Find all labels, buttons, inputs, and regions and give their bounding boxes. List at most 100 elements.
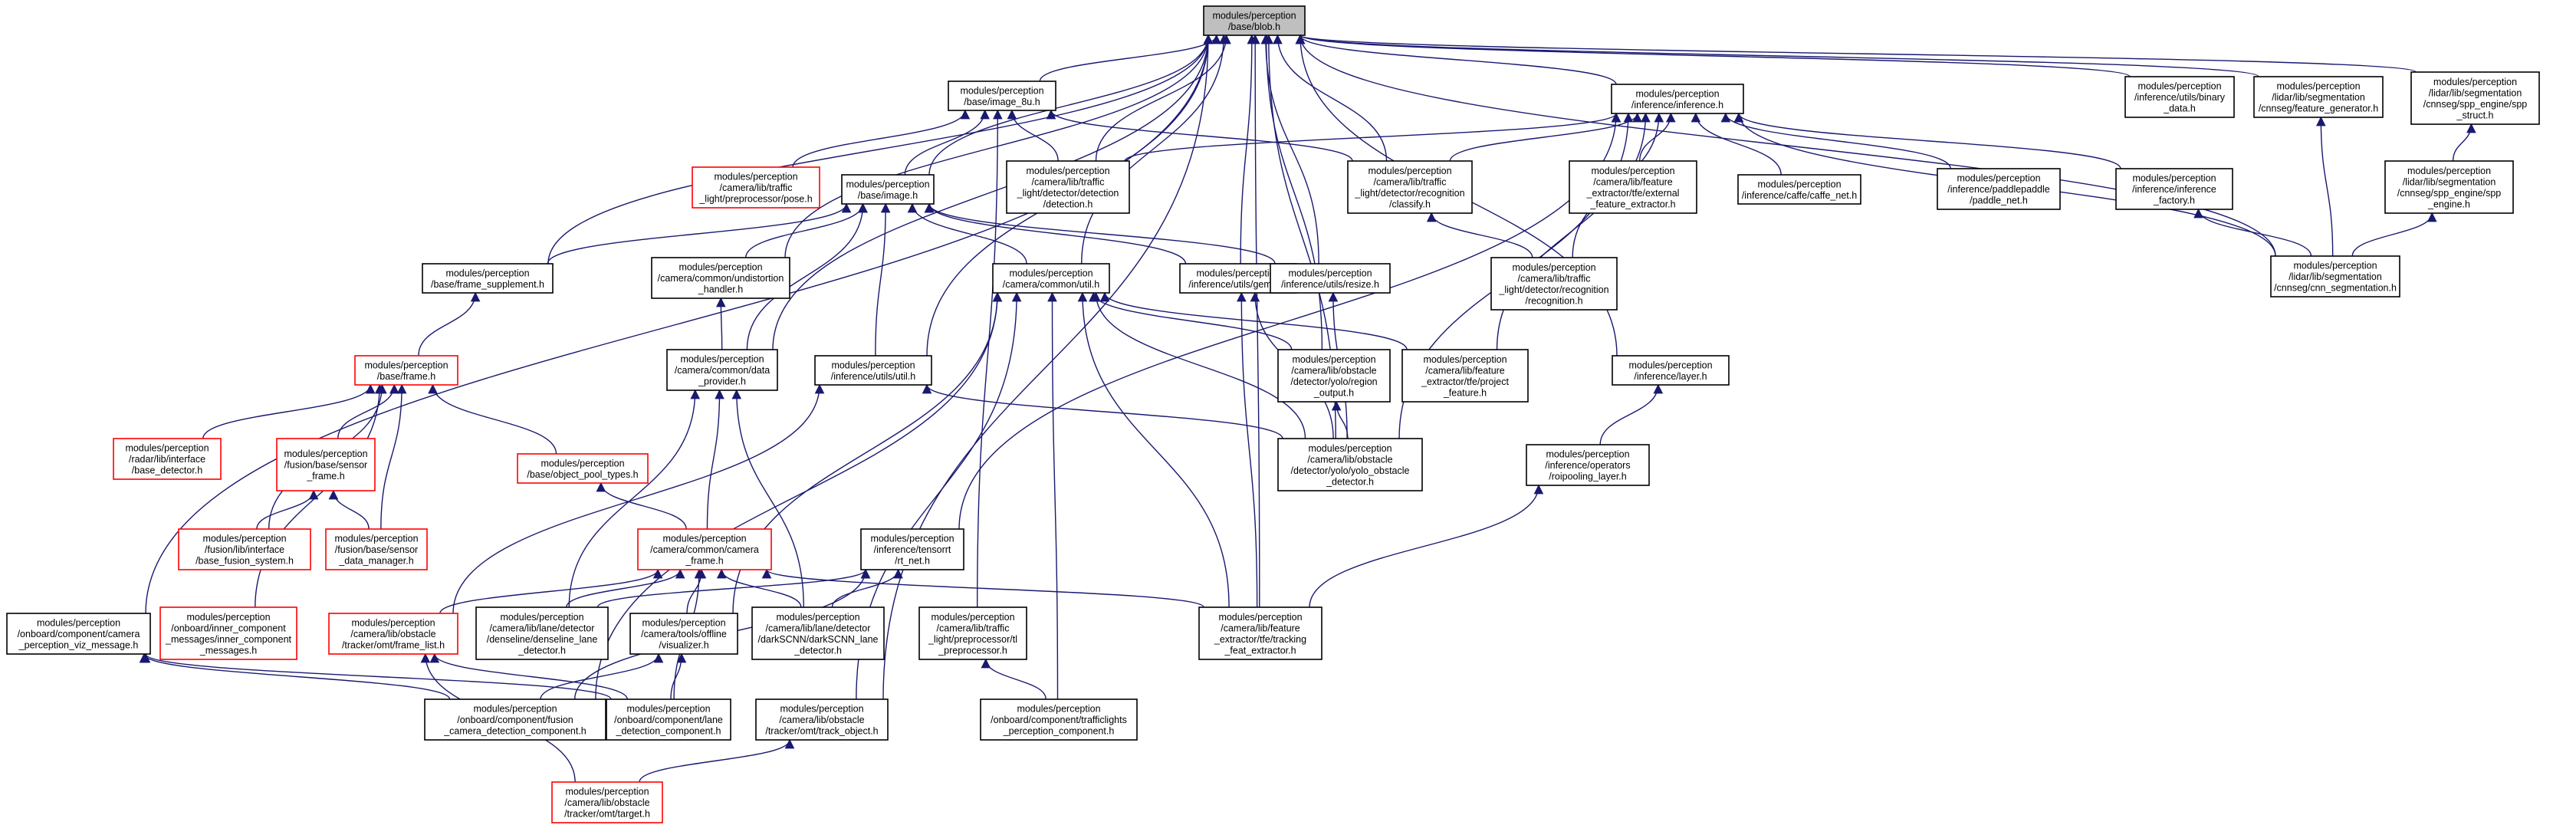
node-label-line: /onboard/component/camera [18,629,140,639]
node-inference[interactable]: modules/perception/inference/inference.h [1611,84,1744,114]
node-layer[interactable]: modules/perception/inference/layer.h [1612,355,1730,386]
node-innermsg[interactable]: modules/perception/onboard/inner_compone… [159,606,297,660]
node-fusioncam[interactable]: modules/perception/onboard/component/fus… [424,698,606,741]
node-label-line: /tracker/omt/frame_list.h [342,640,445,651]
node-sppengine[interactable]: modules/perception/lidar/lib/segmentatio… [2384,160,2514,214]
node-cnnseg[interactable]: modules/perception/lidar/lib/segmentatio… [2270,255,2400,297]
node-label-line: /camera/common/camera [650,544,759,555]
node-box [354,355,458,386]
edge-lanecomp-to-framelist [429,652,628,700]
node-box [2253,76,2384,118]
node-label-line: /roipooling_layer.h [1549,472,1627,482]
edge-vizmsg-to-blob [145,34,1214,614]
node-vizmsg[interactable]: modules/perception/onboard/component/cam… [6,613,151,655]
node-caffenet[interactable]: modules/perception/inference/caffe/caffe… [1737,174,1861,205]
edge-framelist-to-infutil [452,383,825,614]
node-regionout[interactable]: modules/perception/camera/lib/obstacle/d… [1277,349,1391,403]
node-box [424,698,606,741]
node-label-line: /base/image_8u.h [964,97,1040,107]
node-sensorframe[interactable]: modules/perception/fusion/base/sensor_fr… [276,438,376,491]
edge-roipool-to-layer [1599,383,1664,445]
edge-image-to-blob [928,34,1214,176]
node-infutil[interactable]: modules/perception/inference/utils/util.… [814,355,932,386]
node-label-line: _engine.h [2427,199,2470,209]
node-sensordm[interactable]: modules/perception/fusion/base/sensor_da… [325,528,428,570]
node-sppstruct[interactable]: modules/perception/lidar/lib/segmentatio… [2410,71,2540,125]
node-label-line: /camera/common/util.h [1003,279,1099,290]
node-label-line: /camera/lib/obstacle [564,797,649,808]
node-label-line: /cnnseg/spp_engine/spp [2397,188,2502,199]
node-blob[interactable]: modules/perception/base/blob.h [1203,5,1306,36]
edge-tlprep-to-image8u [977,109,1003,608]
node-box [606,698,731,741]
node-label-line: /inference/operators [1545,460,1630,471]
node-pose[interactable]: modules/perception/camera/lib/traffic_li… [692,166,820,209]
node-box [980,698,1138,741]
node-resize[interactable]: modules/perception/inference/utils/resiz… [1270,263,1391,294]
node-box [2410,71,2540,125]
node-tlprep[interactable]: modules/perception/camera/lib/traffic_li… [918,606,1027,660]
node-objpool[interactable]: modules/perception/base/object_pool_type… [517,453,649,484]
node-label-line: /camera/lib/obstacle [779,715,864,725]
node-util[interactable]: modules/perception/camera/common/util.h [992,263,1110,294]
node-image8u[interactable]: modules/perception/base/image_8u.h [948,81,1056,111]
node-box [2115,168,2233,210]
node-binarydata[interactable]: modules/perception/inference/utils/binar… [2124,76,2235,118]
node-label-line: /camera/lib/traffic [1518,273,1591,284]
node-box [2384,160,2514,214]
node-box [113,438,222,480]
node-rtnet[interactable]: modules/perception/inference/tensorrt/rt… [860,528,964,570]
node-paddlenet[interactable]: modules/perception/inference/paddlepaddl… [1937,168,2061,210]
node-box [178,528,311,570]
node-external[interactable]: modules/perception/camera/lib/feature_ex… [1569,160,1697,214]
node-target[interactable]: modules/perception/camera/lib/obstacle/t… [551,781,663,823]
node-label-line: modules/perception [1957,173,2040,184]
node-label-line: modules/perception [2137,81,2221,92]
node-label-line: _frame.h [685,556,723,567]
edge-sensordm-to-sensorframe [328,489,370,530]
node-label-line: /darkSCNN/darkSCNN_lane [757,634,878,645]
node-label-line: modules/perception [1288,268,1372,278]
node-tracking[interactable]: modules/perception/camera/lib/feature_ex… [1198,606,1322,660]
node-frame[interactable]: modules/perception/base/frame.h [354,355,458,386]
node-label-line: /detection.h [1043,199,1093,209]
node-classify[interactable]: modules/perception/camera/lib/traffic_li… [1347,160,1473,214]
node-label-line: /lidar/lib/segmentation [2288,271,2382,282]
node-label-line: /base/frame.h [377,371,435,382]
node-label-line: /camera/common/data [675,365,770,376]
node-image[interactable]: modules/perception/base/image.h [841,174,935,205]
node-box [1006,160,1130,214]
node-undist[interactable]: modules/perception/camera/common/undisto… [651,257,790,299]
node-label-line: /detector/yolo/region [1290,376,1377,387]
node-label-line: /inference/inference.h [1631,100,1723,110]
node-box [992,263,1110,294]
edge-infutil-to-image [875,202,891,357]
node-roipool[interactable]: modules/perception/inference/operators/r… [1526,444,1650,486]
node-recognition[interactable]: modules/perception/camera/lib/traffic_li… [1490,257,1618,311]
node-featgen[interactable]: modules/perception/lidar/lib/segmentatio… [2253,76,2384,118]
node-label-line: /camera/lib/traffic [1374,176,1447,187]
node-detection[interactable]: modules/perception/camera/lib/traffic_li… [1006,160,1130,214]
node-yolodet[interactable]: modules/perception/camera/lib/obstacle/d… [1277,438,1423,491]
node-trackobj[interactable]: modules/perception/camera/lib/obstacle/t… [755,698,889,741]
node-dataprov[interactable]: modules/perception/camera/common/data_pr… [666,349,778,391]
node-denseline[interactable]: modules/perception/camera/lib/lane/detec… [475,606,609,660]
node-fusionsys[interactable]: modules/perception/fusion/lib/interface/… [178,528,311,570]
node-label-line: modules/perception [846,179,929,189]
node-darkscnn[interactable]: modules/perception/camera/lib/lane/detec… [751,606,885,660]
node-radar[interactable]: modules/perception/radar/lib/interface/b… [113,438,222,480]
node-lanecomp[interactable]: modules/perception/onboard/component/lan… [606,698,731,741]
node-label-line: modules/perception [1212,10,1296,21]
node-label-line: modules/perception [1757,179,1841,189]
edge-yolodet-to-util [1091,291,1306,439]
node-label-line: _perception_viz_message.h [18,640,139,651]
node-tlcomp[interactable]: modules/perception/onboard/component/tra… [980,698,1138,741]
node-infactory[interactable]: modules/perception/inference/inference_f… [2115,168,2233,210]
node-project[interactable]: modules/perception/camera/lib/feature_ex… [1401,349,1529,403]
node-visualizer[interactable]: modules/perception/camera/tools/offline/… [629,613,738,655]
node-camframe[interactable]: modules/perception/camera/common/camera_… [637,528,772,570]
node-label-line: modules/perception [1635,88,1719,99]
node-framesupp[interactable]: modules/perception/base/frame_supplement… [422,263,554,294]
node-box [1203,5,1306,36]
node-framelist[interactable]: modules/perception/camera/lib/obstacle/t… [328,613,458,655]
